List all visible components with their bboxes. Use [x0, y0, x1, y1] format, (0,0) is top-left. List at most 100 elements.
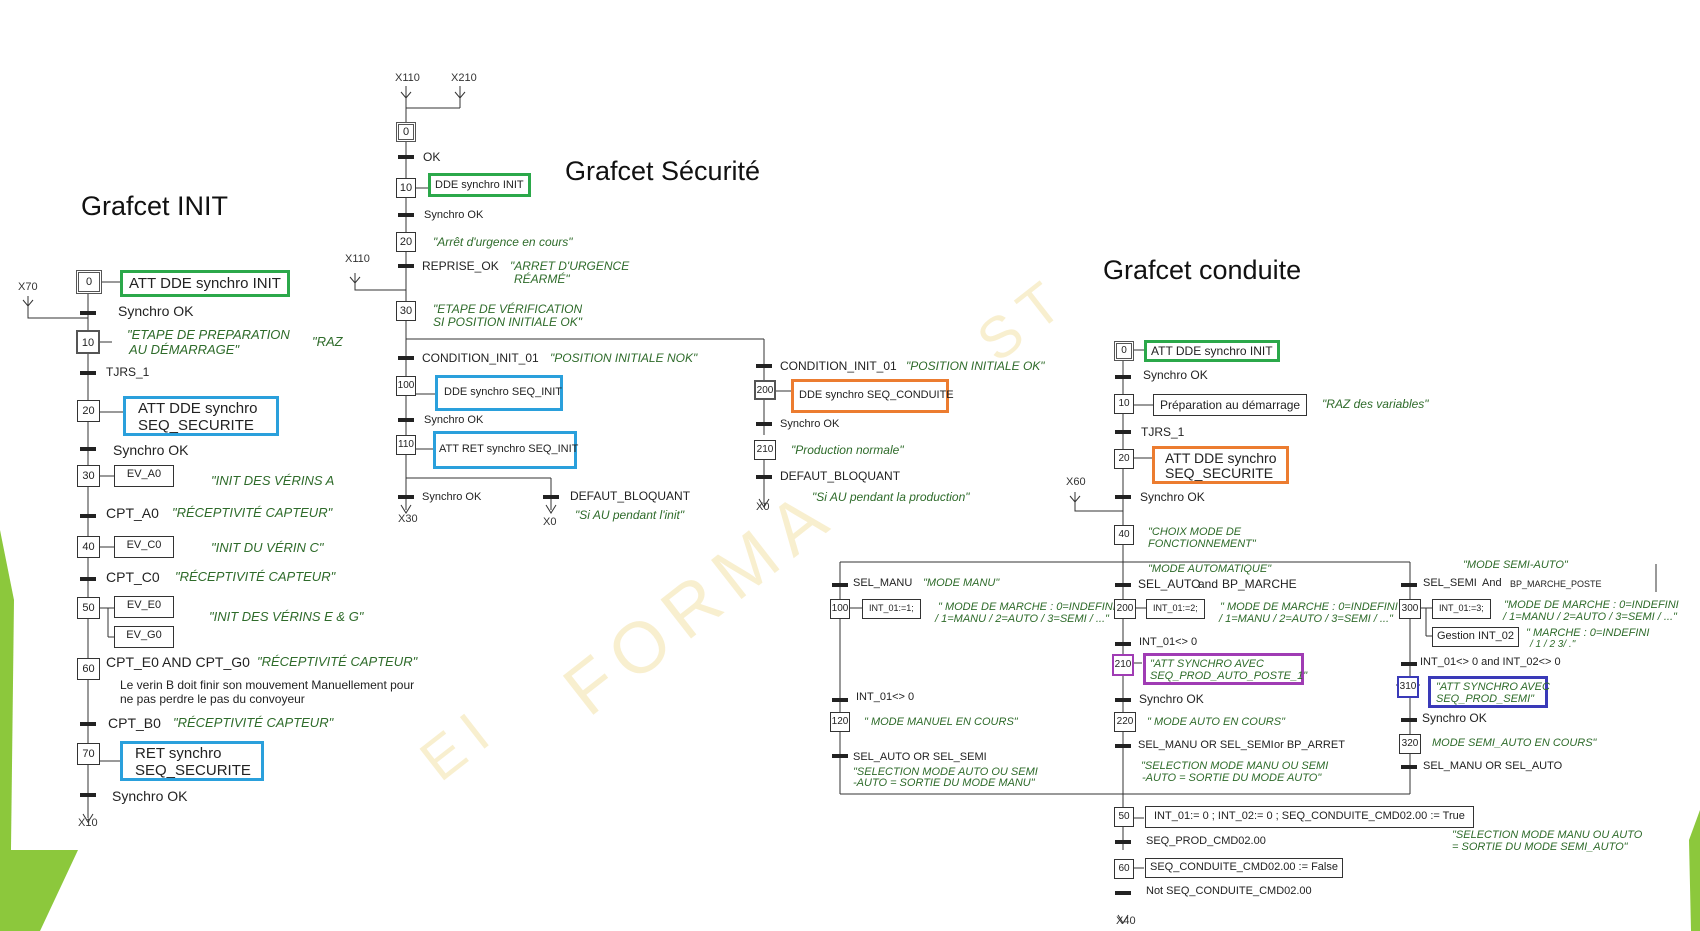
securite-action-200[interactable]: DDE synchro SEQ_CONDUITE: [791, 379, 954, 413]
init-action-20[interactable]: ATT DDE synchro SEQ_SECURITE: [123, 396, 279, 436]
conduite-auto-header: "MODE AUTOMATIQUE": [1148, 563, 1272, 575]
init-action-0[interactable]: ATT DDE synchro INIT: [120, 270, 290, 297]
conduite-transition-210[interactable]: [1115, 698, 1131, 702]
securite-action-100[interactable]: DDE synchro SEQ_INIT: [435, 375, 563, 411]
conduite-step-60[interactable]: 60: [1114, 859, 1134, 879]
init-transition-50-comment: "RÉCEPTIVITÉ CAPTEUR": [257, 654, 418, 669]
init-step-60[interactable]: 60: [77, 658, 100, 680]
conduite-step-200[interactable]: 200: [1114, 599, 1136, 619]
conduite-transition-320[interactable]: [1401, 765, 1417, 769]
conduite-action-50[interactable]: INT_01:= 0 ; INT_02:= 0 ; SEQ_CONDUITE_C…: [1145, 806, 1474, 828]
conduite-transition-10[interactable]: [1115, 430, 1131, 434]
conduite-action-200[interactable]: INT_01:=2;: [1146, 599, 1205, 619]
conduite-action-310-line2: SEQ_PROD_SEMI": [1436, 693, 1535, 705]
conduite-action-10[interactable]: Préparation au démarrage: [1153, 394, 1308, 416]
conduite-step-300-comment-2: / 1=MANU / 2=AUTO / 3=SEMI / ...": [1503, 611, 1677, 623]
conduite-action-60[interactable]: SEQ_CONDUITE_CMD02.00 := False: [1145, 858, 1343, 878]
init-transition-60[interactable]: [80, 722, 96, 726]
conduite-transition-120[interactable]: [832, 754, 848, 758]
init-action-50-b[interactable]: EV_G0: [114, 626, 174, 648]
init-transition-30[interactable]: [80, 514, 96, 518]
conduite-action-310[interactable]: "ATT SYNCHRO AVEC SEQ_PROD_SEMI": [1428, 676, 1550, 708]
init-transition-10-label: TJRS_1: [106, 365, 150, 379]
securite-transition-30a[interactable]: [398, 356, 414, 360]
securite-step-100[interactable]: 100: [396, 376, 416, 396]
init-step-30[interactable]: 30: [77, 465, 100, 487]
init-step-70[interactable]: 70: [77, 743, 100, 765]
ref-x10: X10: [78, 817, 98, 829]
securite-step-210[interactable]: 210: [754, 440, 776, 460]
conduite-step-120[interactable]: 120: [830, 712, 850, 732]
conduite-step-20[interactable]: 20: [1114, 449, 1134, 469]
conduite-transition-100[interactable]: [832, 698, 848, 702]
conduite-transition-220[interactable]: [1115, 744, 1131, 748]
conduite-step-0[interactable]: 0: [1114, 341, 1134, 361]
conduite-action-210[interactable]: "ATT SYNCHRO AVEC SEQ_PROD_AUTO_POSTE_1": [1143, 653, 1307, 685]
conduite-step-100[interactable]: 100: [830, 599, 850, 619]
conduite-transition-300[interactable]: [1401, 662, 1417, 666]
init-transition-70[interactable]: [80, 793, 96, 797]
conduite-action-20[interactable]: ATT DDE synchro SEQ_SECURITE: [1152, 446, 1289, 484]
conduite-action-100[interactable]: INT_01:=1;: [862, 599, 921, 619]
init-transition-0[interactable]: [80, 311, 96, 315]
securite-step-20[interactable]: 20: [396, 232, 416, 252]
conduite-step-210[interactable]: 210: [1112, 654, 1134, 676]
securite-transition-210[interactable]: [756, 475, 772, 479]
securite-transition-10[interactable]: [398, 213, 414, 217]
conduite-transition-20[interactable]: [1115, 495, 1131, 499]
conduite-step-320[interactable]: 320: [1399, 734, 1421, 754]
init-action-40[interactable]: EV_C0: [114, 536, 174, 558]
securite-action-10[interactable]: DDE synchro INIT: [428, 173, 531, 197]
init-action-70[interactable]: RET synchro SEQ_SECURITE: [120, 741, 264, 781]
conduite-action-300[interactable]: INT_01:=3;: [1432, 599, 1491, 619]
conduite-transition-auto-in[interactable]: [1115, 583, 1131, 587]
init-transition-0-label: Synchro OK: [118, 303, 194, 319]
conduite-transition-50[interactable]: [1115, 840, 1131, 844]
init-step-0[interactable]: 0: [76, 270, 102, 294]
init-transition-10[interactable]: [80, 371, 96, 375]
securite-transition-110a[interactable]: [398, 495, 414, 499]
conduite-transition-manu-in[interactable]: [832, 583, 848, 587]
conduite-step-220[interactable]: 220: [1114, 712, 1136, 732]
conduite-transition-310[interactable]: [1401, 718, 1417, 722]
init-action-30[interactable]: EV_A0: [114, 465, 174, 487]
securite-transition-0[interactable]: [398, 155, 414, 159]
securite-transition-100[interactable]: [398, 418, 414, 422]
securite-transition-110b[interactable]: [543, 495, 559, 499]
init-action-50-a[interactable]: EV_E0: [114, 596, 174, 618]
init-transition-40[interactable]: [80, 577, 96, 581]
securite-step-30[interactable]: 30: [396, 301, 416, 321]
conduite-transition-0[interactable]: [1115, 375, 1131, 379]
securite-step-110[interactable]: 110: [396, 435, 416, 455]
conduite-transition-120-label: SEL_AUTO OR SEL_SEMI: [853, 751, 987, 763]
init-step-40[interactable]: 40: [77, 536, 100, 558]
securite-transition-20[interactable]: [398, 264, 414, 268]
init-step-50[interactable]: 50: [77, 597, 100, 619]
securite-transition-30b[interactable]: [756, 364, 772, 368]
securite-action-110[interactable]: ATT RET synchro SEQ_INIT: [433, 431, 578, 469]
conduite-transition-100-label: INT_01<> 0: [856, 691, 915, 703]
conduite-action-300-b[interactable]: Gestion INT_02: [1432, 627, 1520, 647]
conduite-step-40[interactable]: 40: [1114, 525, 1134, 545]
conduite-step-320-comment: MODE SEMI_AUTO EN COURS": [1432, 737, 1597, 749]
conduite-transition-20-label: Synchro OK: [1140, 490, 1205, 504]
conduite-step-50[interactable]: 50: [1114, 807, 1134, 827]
init-step-20[interactable]: 20: [77, 400, 100, 422]
conduite-step-310[interactable]: 310: [1397, 676, 1419, 698]
conduite-transition-200[interactable]: [1115, 642, 1131, 646]
securite-transition-30a-label: CONDITION_INIT_01: [422, 351, 539, 365]
conduite-step-10[interactable]: 10: [1114, 394, 1134, 414]
securite-step-0[interactable]: 0: [396, 122, 416, 142]
conduite-transition-semi-in[interactable]: [1401, 583, 1417, 587]
securite-transition-200[interactable]: [756, 422, 772, 426]
init-transition-20[interactable]: [80, 447, 96, 451]
init-step-10[interactable]: 10: [76, 330, 100, 354]
conduite-action-0[interactable]: ATT DDE synchro INIT: [1144, 340, 1280, 362]
conduite-transition-60[interactable]: [1115, 891, 1131, 895]
conduite-step-100-comment-2: / 1=MANU / 2=AUTO / 3=SEMI / ...": [935, 613, 1109, 625]
conduite-step-300[interactable]: 300: [1399, 599, 1421, 619]
conduite-transition-auto-in-label: SEL_AUTO: [1138, 577, 1201, 591]
securite-step-200[interactable]: 200: [754, 380, 776, 400]
securite-step-10[interactable]: 10: [396, 178, 416, 198]
init-transition-60-comment: "RÉCEPTIVITÉ CAPTEUR": [173, 715, 334, 730]
